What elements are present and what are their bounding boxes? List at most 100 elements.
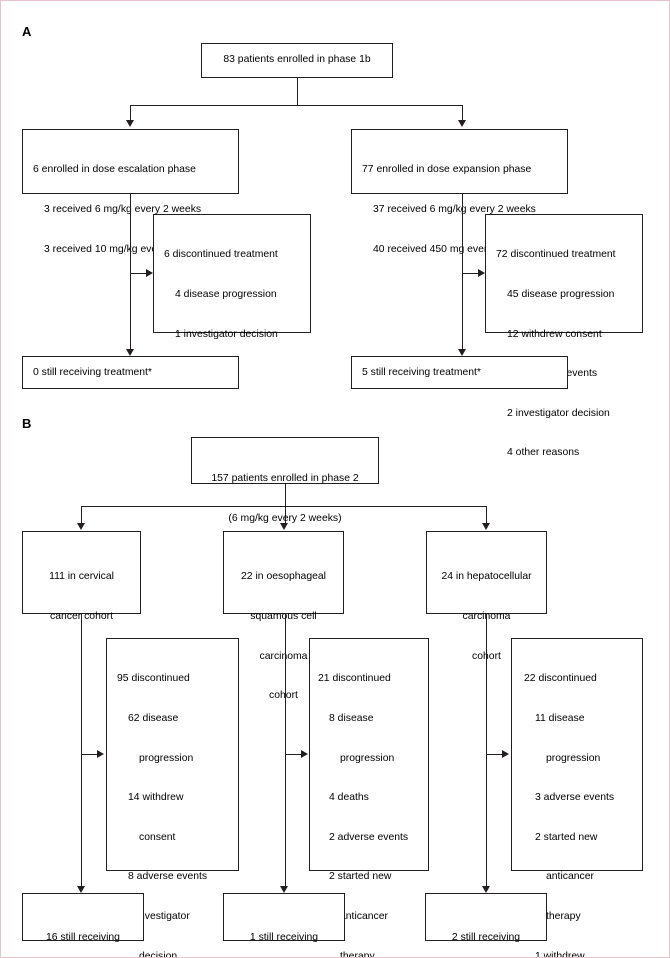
node-cervical-discontinued: 95 discontinued 62 disease progression 1… <box>106 638 239 957</box>
node-phase2-enrolled: 157 patients enrolled in phase 2 (6 mg/k… <box>191 437 379 524</box>
node-oesophageal-ongoing: 1 still receiving treatment* <box>223 893 345 944</box>
arrow-right-icon <box>300 749 308 758</box>
arrow-down-icon <box>457 349 466 356</box>
line: (6 mg/kg every 2 weeks) <box>228 513 342 525</box>
line: 2 started new <box>535 831 598 843</box>
line: decision <box>139 950 178 958</box>
connector-b-cervical-branch <box>81 754 97 756</box>
node-phase1b-enrolled: 83 patients enrolled in phase 1b <box>201 43 393 78</box>
line: squamous cell <box>250 611 317 623</box>
line: 8 disease <box>329 713 374 725</box>
arrow-down-icon <box>280 886 288 893</box>
connector-a-trunk <box>296 78 298 105</box>
line: progression <box>546 752 601 764</box>
node-oesophageal-discontinued: 21 discontinued 8 disease progression 4 … <box>309 638 429 957</box>
node-escalation-ongoing: 0 still receiving treatment* <box>22 356 239 389</box>
line: 14 withdrew <box>128 792 184 804</box>
line: 16 still receiving <box>46 932 120 944</box>
connector-a-left-branch <box>130 273 146 275</box>
line: progression <box>139 752 194 764</box>
line: 2 adverse events <box>329 831 409 843</box>
line: 6 discontinued treatment <box>164 249 278 261</box>
node-escalation-discontinued: 6 discontinued treatment 4 disease progr… <box>153 214 311 379</box>
arrow-right-icon <box>478 268 485 277</box>
line: 8 adverse events <box>128 871 208 883</box>
arrow-right-icon <box>502 749 509 758</box>
node-hepatocellular-discontinued: 22 discontinued 11 disease progression 3… <box>511 638 643 957</box>
line: 1 withdrew <box>535 950 585 958</box>
connector-a-split <box>130 104 463 106</box>
line: progression <box>340 752 395 764</box>
line: cancer cohort <box>50 611 113 623</box>
arrow-right-icon <box>97 749 104 758</box>
node-hepatocellular-ongoing: 2 still receiving treatment* <box>425 893 547 944</box>
line: 4 disease progression <box>175 289 277 301</box>
line: 22 in oesophageal <box>241 571 326 583</box>
line: 72 discontinued treatment <box>496 249 616 261</box>
node-cervical-ongoing: 16 still receiving treatment* <box>22 893 144 944</box>
line: 11 disease <box>535 713 585 725</box>
node-hepatocellular-cohort: 24 in hepatocellular carcinoma cohort <box>426 531 547 662</box>
arrow-down-icon <box>76 886 85 893</box>
arrow-down-icon <box>481 886 490 893</box>
node-cervical-cohort: 111 in cervical cancer cohort <box>22 531 141 622</box>
line: 111 in cervical <box>49 571 114 583</box>
line: 157 patients enrolled in phase 2 <box>211 473 359 485</box>
arrow-down-icon <box>481 523 490 530</box>
node-oesophageal-cohort: 22 in oesophageal squamous cell carcinom… <box>223 531 344 701</box>
connector-a-right-branch <box>462 273 478 275</box>
line: 12 withdrew consent <box>507 328 602 340</box>
line: 45 disease progression <box>507 289 615 301</box>
panel-label-a: A <box>22 24 32 39</box>
line: consent <box>139 831 176 843</box>
line: 6 enrolled in dose escalation phase <box>33 164 196 176</box>
arrow-down-icon <box>125 349 134 356</box>
line: 21 discontinued <box>318 673 391 685</box>
connector-b-hepatocellular-stem <box>486 614 488 886</box>
connector-b-drop-1 <box>81 505 83 524</box>
arrow-down-icon <box>280 523 288 530</box>
line: 4 other reasons <box>507 447 580 459</box>
node-expansion-ongoing: 5 still receiving treatment* <box>351 356 568 389</box>
connector-a-left-drop <box>130 104 132 121</box>
panel-label-b: B <box>22 416 32 431</box>
connector-b-trunk <box>284 484 286 506</box>
arrow-down-icon <box>457 120 466 127</box>
line: therapy <box>340 950 375 958</box>
arrow-right-icon <box>146 268 153 277</box>
line: anticancer <box>546 871 594 883</box>
line: 1 still receiving <box>249 932 319 944</box>
line: 3 adverse events <box>535 792 615 804</box>
connector-a-right-drop <box>462 104 464 121</box>
line: 24 in hepatocellular <box>441 571 532 583</box>
line: carcinoma <box>259 650 308 662</box>
line: cohort <box>269 690 298 702</box>
connector-b-oesophageal-stem <box>284 614 286 886</box>
line: 77 enrolled in dose expansion phase <box>362 164 532 176</box>
line: 4 deaths <box>329 792 369 804</box>
line: 2 still receiving <box>451 932 521 944</box>
line: 2 investigator decision <box>507 407 610 419</box>
line: 1 investigator decision <box>175 328 278 340</box>
node-dose-expansion: 77 enrolled in dose expansion phase 37 r… <box>351 129 568 255</box>
line: 62 disease <box>128 713 179 725</box>
line: 37 received 6 mg/kg every 2 weeks <box>373 204 536 216</box>
line: 95 discontinued <box>117 673 190 685</box>
connector-a-right-stem <box>462 194 464 349</box>
connector-b-drop-2 <box>284 505 286 524</box>
arrow-down-icon <box>125 120 134 127</box>
node-expansion-discontinued: 72 discontinued treatment 45 disease pro… <box>485 214 643 458</box>
node-dose-escalation: 6 enrolled in dose escalation phase 3 re… <box>22 129 239 255</box>
line: anticancer <box>340 911 388 923</box>
line: 3 received 6 mg/kg every 2 weeks <box>44 204 202 216</box>
line: 22 discontinued <box>524 673 597 685</box>
connector-a-left-stem <box>130 194 132 349</box>
connector-b-split <box>81 505 486 507</box>
line: 2 started new <box>329 871 392 883</box>
arrow-down-icon <box>76 523 85 530</box>
connector-b-cervical-stem <box>81 614 83 886</box>
line: therapy <box>546 911 581 923</box>
connector-b-oesophageal-branch <box>284 754 301 756</box>
connector-b-hepatocellular-branch <box>486 754 502 756</box>
